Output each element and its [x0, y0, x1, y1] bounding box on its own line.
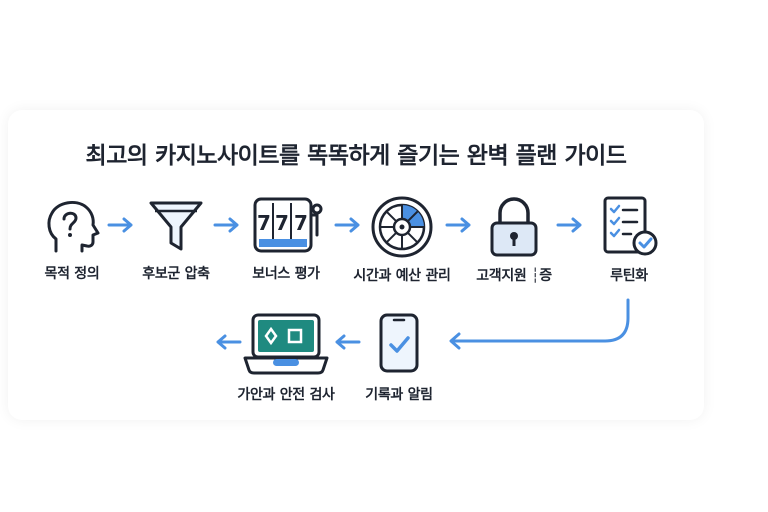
arrow-right-icon — [445, 217, 471, 233]
arrow-right-icon — [107, 217, 133, 233]
step-purpose: 목적 정의 — [12, 195, 132, 283]
svg-text:7: 7 — [257, 211, 271, 235]
step-time-budget: 시간과 예산 관리 — [342, 195, 462, 285]
arrow-right-icon — [556, 217, 582, 233]
step-label: 보너스 평가 — [252, 266, 320, 282]
laptop-cards-icon — [243, 313, 329, 375]
diagram-card — [8, 110, 704, 420]
arrow-right-icon — [334, 217, 360, 233]
step-support: 고객지원 ┆증 — [454, 195, 574, 285]
step-label: 가안과 안전 검사 — [237, 387, 335, 403]
svg-text:7: 7 — [275, 211, 289, 235]
arrow-right-icon — [213, 217, 239, 233]
svg-text:7: 7 — [294, 211, 308, 235]
step-shortlist: 후보군 압축 — [116, 195, 236, 283]
roulette-wheel-icon — [371, 196, 433, 258]
smartphone-check-icon — [379, 313, 419, 373]
diagram-title: 최고의 카지노사이트를 똑똑하게 즐기는 완벽 플랜 가이드 — [85, 143, 627, 169]
head-question-icon — [47, 200, 100, 253]
step-label: 목적 정의 — [44, 266, 100, 282]
step-label: 루틴화 — [610, 268, 648, 284]
arrow-left-icon — [335, 334, 361, 350]
step-bonus: 7 7 7 보너스 평가 — [226, 195, 346, 283]
slot-machine-icon: 7 7 7 — [253, 197, 323, 253]
step-routine: 루틴화 — [569, 195, 689, 285]
arrow-left-icon — [216, 334, 242, 350]
checklist-icon — [603, 196, 658, 256]
funnel-icon — [149, 201, 203, 251]
step-final-safety-check: 가안과 안전 검사 — [226, 312, 346, 404]
step-records-alerts: 기록과 알림 — [339, 312, 459, 404]
step-label: 후보군 압축 — [142, 266, 210, 282]
step-label: 시간과 예산 관리 — [353, 268, 451, 284]
step-label: 기록과 알림 — [365, 387, 433, 403]
step-label: 고객지원 ┆증 — [476, 268, 552, 284]
padlock-icon — [490, 197, 538, 257]
